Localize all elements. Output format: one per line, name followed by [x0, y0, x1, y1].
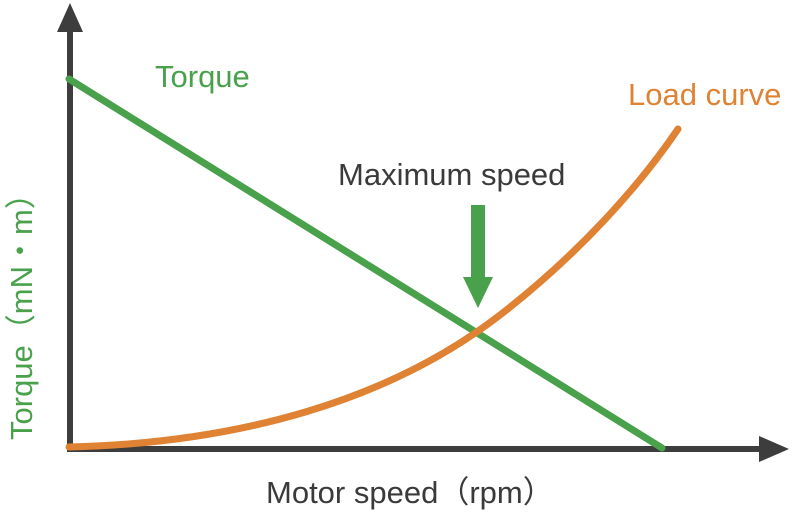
torque-line-series — [65, 75, 666, 452]
load-curve-series — [65, 125, 682, 451]
x-axis-arrowhead-icon — [759, 436, 789, 462]
torque-series-label: Torque — [155, 59, 250, 94]
load-curve-series-label: Load curve — [628, 77, 782, 112]
maximum-speed-annotation-label: Maximum speed — [338, 157, 566, 192]
maximum-speed-arrow-icon — [463, 205, 493, 308]
y-axis-arrowhead-icon — [57, 3, 83, 32]
y-axis-title: Torque（mN・m） — [4, 178, 39, 440]
x-axis-title: Motor speed（rpm） — [266, 475, 554, 510]
